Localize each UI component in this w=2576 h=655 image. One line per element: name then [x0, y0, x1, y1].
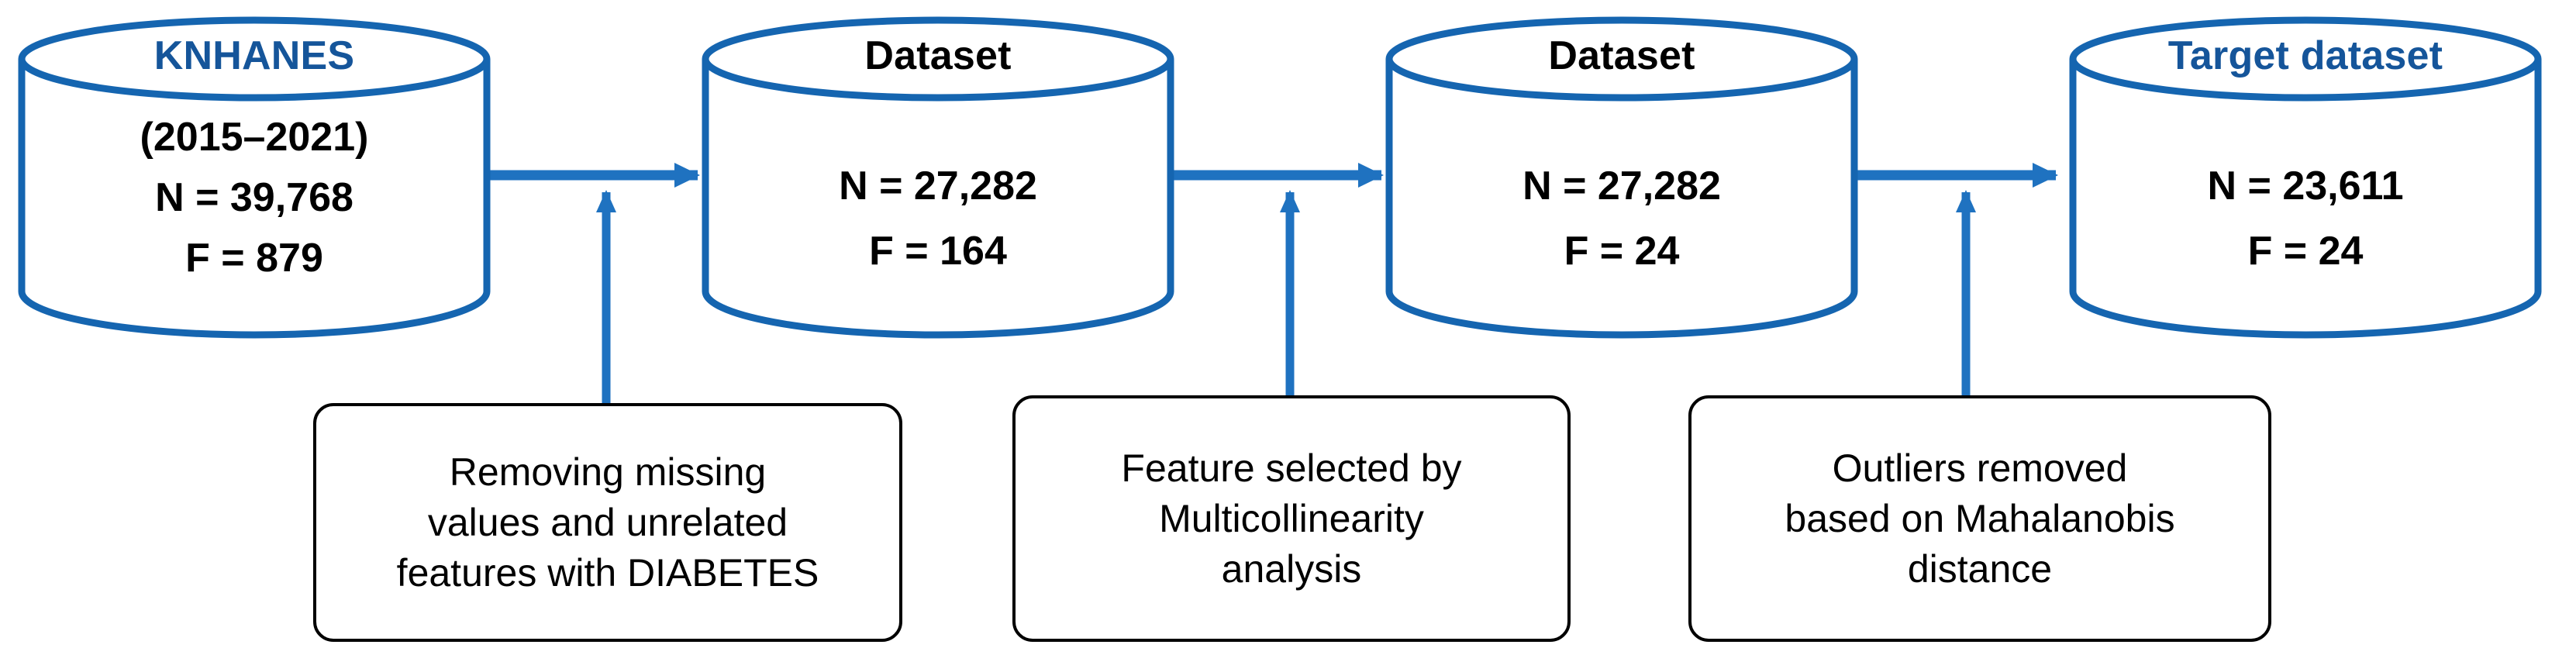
step-line: Feature selected by: [1121, 446, 1462, 490]
step-box-3[interactable]: Outliers removed based on Mahalanobis di…: [1688, 395, 2271, 642]
cylinder-line: (2015–2021): [140, 115, 369, 160]
step-line: Multicollinearity: [1159, 496, 1424, 540]
cylinder-line: F = 24: [1564, 229, 1680, 274]
cylinder-title: Dataset: [1548, 33, 1695, 78]
step-box-text: Outliers removed based on Mahalanobis di…: [1778, 443, 2181, 595]
cylinder-body: N = 23,611 F = 24: [2068, 153, 2543, 284]
step-line: distance: [1907, 546, 2053, 591]
cylinder-line: F = 164: [869, 229, 1007, 274]
cylinder-shape: [2069, 16, 2542, 339]
step-line: based on Mahalanobis: [1785, 496, 2175, 540]
cylinder-line: F = 24: [2247, 229, 2364, 274]
cylinder-body: N = 27,282 F = 164: [701, 153, 1175, 284]
cylinder-shape: [702, 16, 1174, 339]
stage-cylinder-dataset-1[interactable]: Dataset N = 27,282 F = 164: [701, 16, 1175, 339]
cylinder-body: N = 27,282 F = 24: [1385, 153, 1859, 284]
step-line: values and unrelated: [427, 500, 788, 544]
step-line: Removing missing: [449, 450, 767, 494]
step-box-text: Feature selected by Multicollinearity an…: [1115, 443, 1467, 595]
step-box-2[interactable]: Feature selected by Multicollinearity an…: [1012, 395, 1571, 642]
cylinder-line: N = 39,768: [155, 175, 353, 220]
cylinder-line: N = 27,282: [839, 164, 1037, 209]
cylinder-title: Dataset: [864, 33, 1012, 78]
cylinder-title: KNHANES: [153, 33, 355, 78]
step-box-1[interactable]: Removing missing values and unrelated fe…: [313, 403, 902, 642]
step-line: features with DIABETES: [396, 550, 819, 595]
cylinder-line: F = 879: [185, 236, 323, 281]
cylinder-shape: [18, 16, 491, 339]
step-line: Outliers removed: [1832, 446, 2128, 490]
stage-cylinder-target-dataset[interactable]: Target dataset N = 23,611 F = 24: [2068, 16, 2543, 339]
cylinder-title: Target dataset: [2167, 33, 2443, 78]
step-line: analysis: [1221, 546, 1362, 591]
stage-cylinder-knhanes[interactable]: KNHANES (2015–2021) N = 39,768 F = 879: [17, 16, 491, 339]
step-box-text: Removing missing values and unrelated fe…: [391, 447, 826, 598]
cylinder-line: N = 23,611: [2207, 164, 2404, 209]
cylinder-body: (2015–2021) N = 39,768 F = 879: [17, 107, 491, 288]
stage-cylinder-dataset-2[interactable]: Dataset N = 27,282 F = 24: [1385, 16, 1859, 339]
cylinder-shape: [1385, 16, 1858, 339]
cylinder-line: N = 27,282: [1522, 164, 1721, 209]
